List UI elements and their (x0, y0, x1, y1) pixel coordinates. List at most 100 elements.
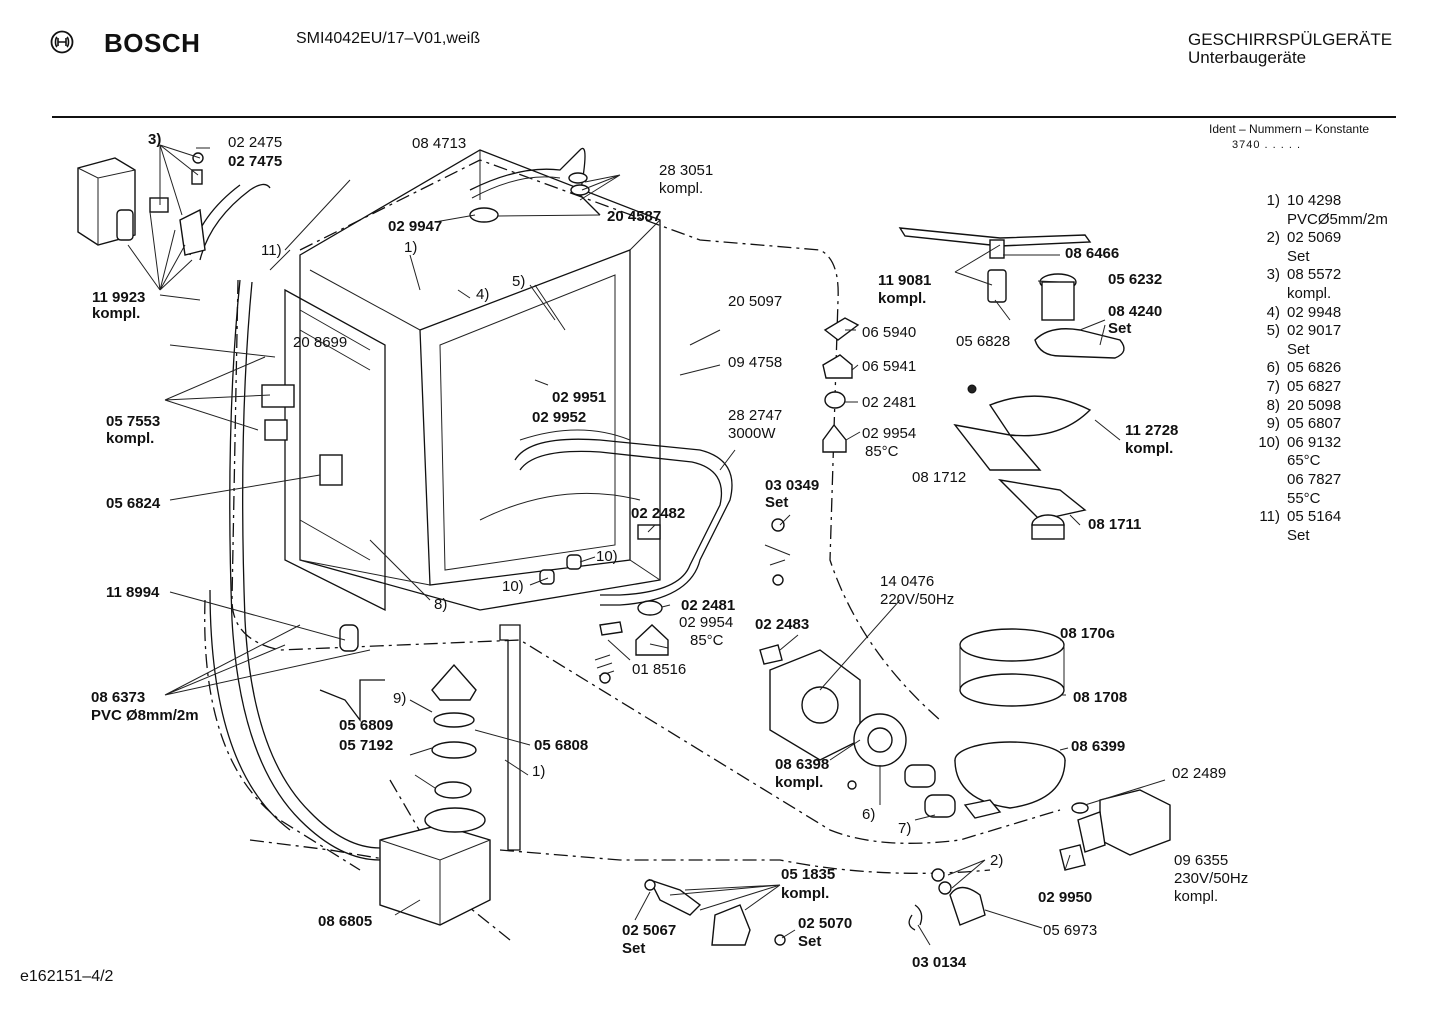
legend-row: 6) 05 6826 (1246, 359, 1388, 378)
callout-10: 10) (502, 578, 524, 595)
callout-5: 5) (512, 273, 526, 290)
legend-value: 05 5164 (1287, 508, 1342, 526)
part-number-025070: 02 5070 (798, 915, 853, 932)
legend-value: Set (1287, 526, 1310, 544)
part-number-027475: 02 7475 (228, 153, 283, 170)
part-number-208699: 20 8699 (293, 334, 348, 351)
callout-9: 9) (393, 690, 407, 707)
part-number-030134: 03 0134 (912, 954, 967, 971)
part-number-119923: 11 9923 (92, 289, 146, 306)
part-number-022481: 02 2481 (862, 394, 917, 411)
part-number-081709: 08 170ɢ (1060, 625, 1115, 642)
legend-row: 55°C (1246, 490, 1388, 509)
part-voltage: 230V/50Hz (1174, 870, 1249, 887)
part-note-set: Set (1108, 320, 1132, 337)
legend-row: 1)10 4298 (1246, 192, 1388, 211)
ident-title: Ident – Nummern – Konstante (1209, 122, 1370, 136)
part-number-056824: 05 6824 (106, 495, 161, 512)
part-note-kompl: kompl. (659, 180, 704, 197)
part-number-029954: 02 9954 (862, 425, 917, 442)
legend-value: kompl. (1287, 284, 1332, 302)
legend-callout: 5) (1266, 322, 1280, 340)
part-number-081708: 08 1708 (1073, 689, 1128, 706)
callout-4: 4) (476, 286, 490, 303)
part-number-065940: 06 5940 (862, 324, 917, 341)
part-number-022483: 02 2483 (755, 616, 810, 633)
legend-value: 05 6827 (1287, 377, 1342, 395)
part-note-set: Set (798, 933, 822, 950)
callout-6: 6) (862, 806, 876, 823)
part-number-056828: 05 6828 (956, 333, 1011, 350)
part-number-022489: 02 2489 (1172, 765, 1227, 782)
part-number-022475: 02 2475 (228, 134, 283, 151)
part-number-204587: 20 4587 (607, 208, 662, 225)
part-number-086399: 08 6399 (1071, 738, 1126, 755)
legend-callout: 4) (1266, 303, 1280, 321)
document-code: e162151–4/2 (20, 968, 114, 985)
legend-callout: 7) (1266, 377, 1280, 395)
model-number: SMI4042EU/17–V01,weiß (296, 30, 481, 47)
part-note-kompl: kompl. (1174, 888, 1219, 905)
legend-row: 7) 05 6827 (1246, 378, 1388, 397)
callout-7: 7) (898, 820, 912, 837)
callout-3: 3) (148, 131, 162, 148)
part-note-kompl: kompl. (106, 430, 155, 447)
legend-value: 05 6826 (1287, 359, 1342, 377)
callout-1: 1) (532, 763, 546, 780)
part-number-029947: 02 9947 (388, 218, 443, 235)
legend-row: 4) 02 9948 (1246, 304, 1388, 323)
legend-callout: 2) (1266, 229, 1280, 247)
legend-value: 08 5572 (1287, 266, 1342, 284)
legend-value: 02 9017 (1287, 322, 1342, 340)
category-title: GESCHIRRSPÜLGERÄTE (1188, 30, 1393, 49)
part-number-022482: 02 2482 (631, 505, 686, 522)
header-divider (52, 116, 1396, 118)
legend-value: 55°C (1287, 489, 1321, 507)
part-number-022481: 02 2481 (681, 597, 736, 614)
part-temperature: 85°C (690, 632, 724, 649)
legend-callout: 6) (1266, 359, 1280, 377)
part-note-set: Set (765, 494, 789, 511)
legend-callout: 11) (1259, 508, 1280, 526)
legend-row: 10)06 9132 (1246, 434, 1388, 453)
part-number-205097: 20 5097 (728, 293, 783, 310)
legend-value: 02 9948 (1287, 303, 1342, 321)
part-number-282747: 28 2747 (728, 407, 783, 424)
legend-callout (1246, 452, 1284, 471)
callout-2: 2) (990, 852, 1004, 869)
legend-value: 06 7827 (1287, 470, 1342, 488)
callout-8: 8) (434, 596, 448, 613)
legend-value: 06 9132 (1287, 433, 1342, 451)
part-number-112728: 11 2728 (1125, 422, 1179, 439)
part-number-081712: 08 1712 (912, 469, 967, 486)
legend-callout: 9) (1266, 415, 1280, 433)
legend-row: 65°C (1246, 452, 1388, 471)
part-number-057192: 05 7192 (339, 737, 394, 754)
part-number-065941: 06 5941 (862, 358, 917, 375)
legend-callout (1246, 490, 1284, 509)
part-temperature: 85°C (865, 443, 899, 460)
legend-value: 65°C (1287, 452, 1321, 470)
callout-1: 1) (404, 239, 418, 256)
category-subtitle: Unterbaugeräte (1188, 48, 1307, 67)
legend-value: PVCØ5mm/2m (1287, 210, 1388, 228)
legend-row: Set (1246, 527, 1388, 546)
part-number-119081: 11 9081 (878, 272, 932, 289)
part-number-018516: 01 8516 (632, 661, 687, 678)
part-note-kompl: kompl. (775, 774, 824, 791)
legend-row: 2)02 5069 (1246, 229, 1388, 248)
part-number-086398: 08 6398 (775, 756, 830, 773)
part-number-086373: 08 6373 (91, 689, 146, 706)
part-number-086805: 08 6805 (318, 913, 373, 930)
legend-row: kompl. (1246, 285, 1388, 304)
part-note-set: Set (622, 940, 646, 957)
legend-row: 5) 02 9017 (1246, 322, 1388, 341)
legend-value: 20 5098 (1287, 396, 1342, 414)
legend-callout (1246, 285, 1284, 304)
legend-row: Set (1246, 248, 1388, 267)
legend-value: 05 6807 (1287, 415, 1342, 433)
part-number-081711: 08 1711 (1088, 516, 1142, 533)
legend-row: 9) 05 6807 (1246, 415, 1388, 434)
